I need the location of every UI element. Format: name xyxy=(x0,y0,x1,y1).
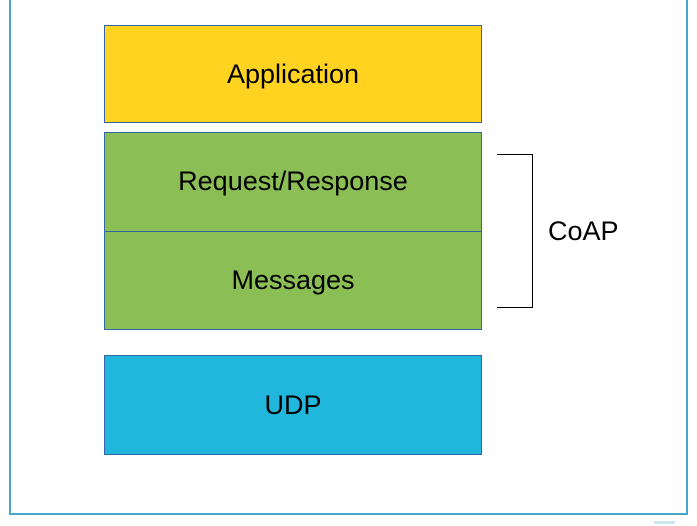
layer-request-response: Request/Response xyxy=(105,133,481,231)
layer-request-response-label: Request/Response xyxy=(178,166,408,197)
coap-group-label-text: CoAP xyxy=(548,215,619,246)
layer-udp-label: UDP xyxy=(264,389,322,420)
layer-group-coap: Request/Response Messages xyxy=(104,132,482,330)
coap-group-bracket xyxy=(497,154,533,308)
layer-application-label: Application xyxy=(226,58,360,89)
coap-group-label: CoAP xyxy=(548,154,619,308)
bottom-right-artifact xyxy=(654,521,675,524)
layer-udp: UDP xyxy=(104,355,482,455)
layer-messages-label: Messages xyxy=(231,264,355,295)
layer-application: Application xyxy=(104,25,482,123)
layer-messages: Messages xyxy=(105,230,481,329)
